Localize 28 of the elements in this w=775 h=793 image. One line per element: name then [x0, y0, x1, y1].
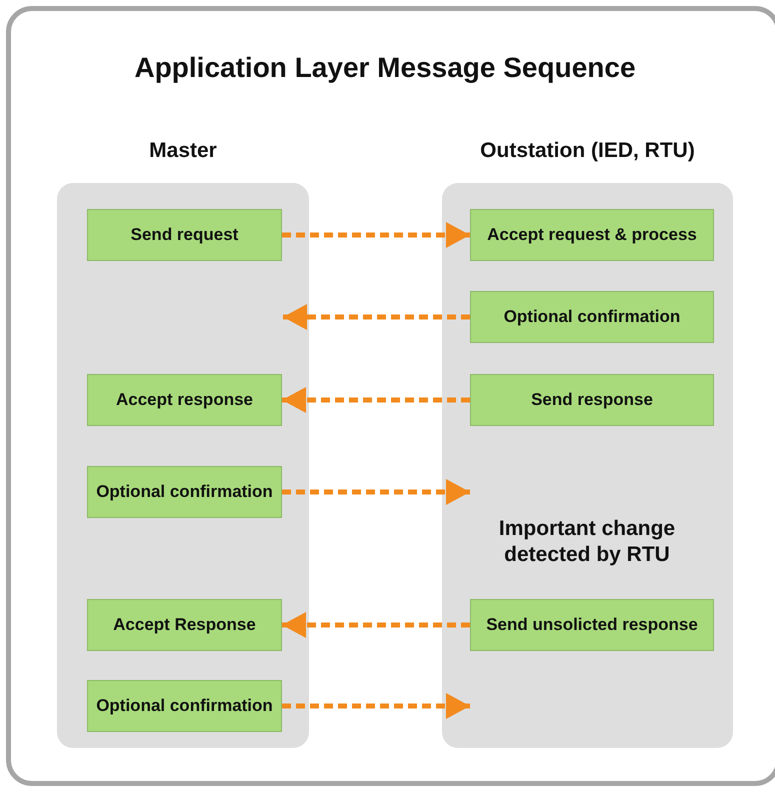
message-box — [470, 599, 714, 651]
box-label: Optional confirmation — [96, 696, 273, 716]
box-label: Send unsolicted response — [486, 615, 698, 635]
message-box — [470, 209, 714, 261]
message-box — [87, 466, 282, 518]
message-box — [87, 680, 282, 732]
box-label: Send request — [130, 225, 238, 245]
message-arrow — [282, 612, 470, 638]
box-label: Optional confirmation — [96, 482, 273, 502]
message-arrow — [282, 387, 470, 413]
message-box — [87, 374, 282, 426]
lane-heading: Master — [148, 139, 218, 163]
message-arrow — [283, 304, 470, 330]
box-label: Accept Response — [113, 615, 256, 635]
box-label: Send response — [531, 390, 653, 410]
lane-heading: Outstation (IED, RTU) — [479, 139, 696, 163]
event-note: Important change detected by RTU — [498, 516, 676, 568]
message-box — [87, 599, 282, 651]
message-arrow — [282, 479, 470, 505]
diagram-title: Application Layer Message Sequence — [133, 52, 637, 84]
box-label: Accept response — [116, 390, 253, 410]
message-arrow — [282, 693, 470, 719]
box-label: Accept request & process — [487, 225, 697, 245]
box-label: Optional confirmation — [504, 307, 680, 327]
message-box — [87, 209, 282, 261]
message-box — [470, 291, 714, 343]
message-arrow — [282, 222, 470, 248]
message-box — [470, 374, 714, 426]
